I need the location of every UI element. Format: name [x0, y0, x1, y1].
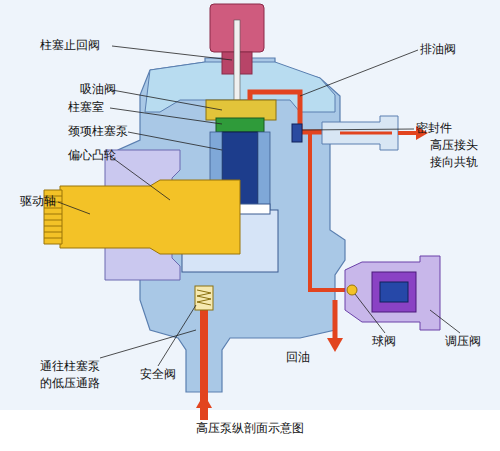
part-label: 高压接头 接向共轨: [430, 137, 484, 171]
plunger-wall: [258, 132, 270, 210]
part-label: 密封件: [416, 120, 476, 137]
drive-shaft: [60, 180, 240, 254]
part-label: 柱塞室: [68, 99, 128, 116]
part-label: 柱塞止回阀: [40, 37, 130, 54]
part-label: 安全阀: [140, 366, 190, 383]
regulator-coil: [372, 272, 416, 312]
part-label: 排油阀: [420, 41, 480, 58]
ball-valve: [347, 285, 357, 295]
inlet-arrowhead: [196, 394, 212, 408]
part-label: 吸油阀: [80, 81, 140, 98]
part-label: 通往柱塞泵 的低压通路: [40, 358, 106, 392]
part-label: 偏心凸轮: [68, 147, 128, 164]
return-arrowhead: [327, 338, 343, 352]
valve-stem: [234, 20, 240, 100]
leader-lines: [58, 46, 460, 366]
seal: [292, 124, 302, 142]
part-label: 球阀: [372, 333, 412, 350]
regulator-armature: [380, 282, 408, 302]
regulator-body: [345, 256, 440, 330]
rail-return-passage: [310, 132, 345, 290]
return-passage: [333, 300, 338, 340]
hp-bore: [340, 132, 392, 135]
suction-valve: [216, 118, 264, 132]
figure-caption: 高压泵纵剖面示意图: [0, 420, 500, 436]
part-label: 颈项柱塞泵: [68, 123, 148, 140]
valve-seat: [206, 100, 276, 120]
part-label: 调压阀: [445, 333, 495, 350]
hp-outlet-arrow: [398, 131, 418, 135]
hp-connector: [322, 116, 398, 150]
part-label: 驱动轴: [20, 193, 70, 210]
panel-background: [0, 0, 500, 410]
safety-spring: [197, 290, 211, 305]
safety-valve: [195, 286, 213, 310]
part-label: 回油: [286, 349, 326, 366]
